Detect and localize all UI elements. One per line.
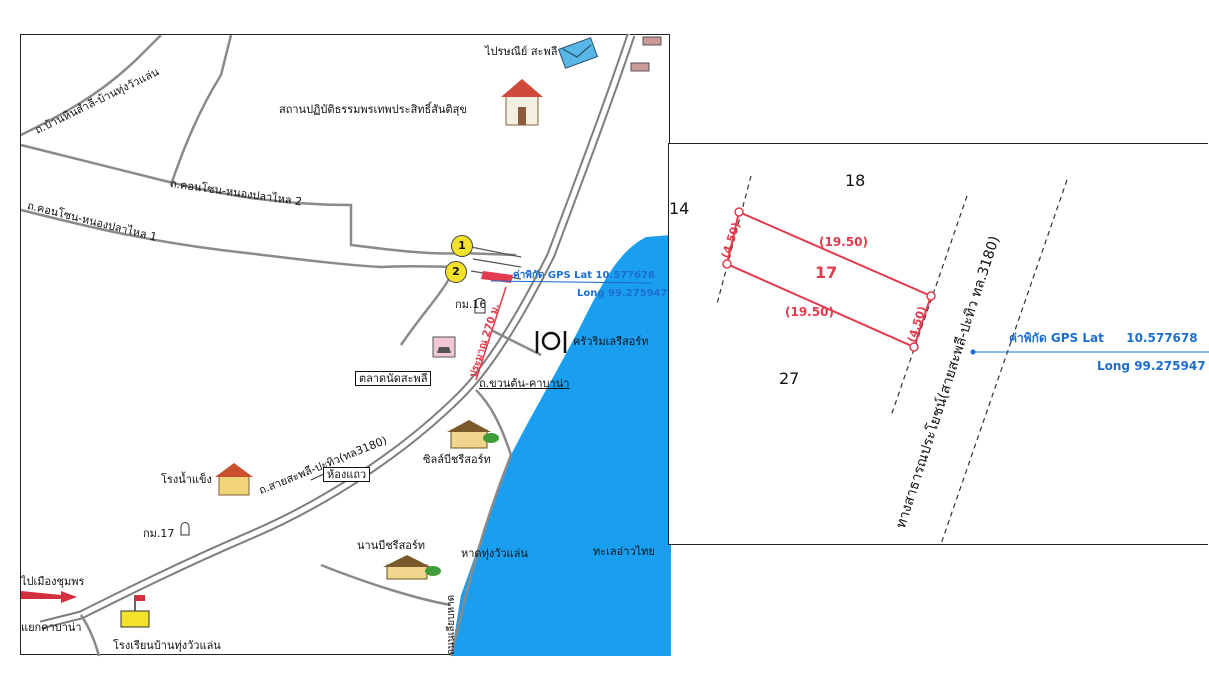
restaurant-icon (535, 331, 567, 353)
school-icon (120, 595, 150, 628)
road-nanbee (320, 563, 452, 607)
parcel-17-number: 17 (815, 263, 838, 282)
neighbor-parcel-14: 14 (669, 199, 690, 218)
beach-label: หาดทุ่งวัวแล่น (461, 547, 528, 560)
to-chumphon-label: ไปเมืองชุมพร (21, 575, 85, 588)
road-restaurant (490, 328, 542, 357)
neighbor-parcel-18: 18 (845, 171, 866, 190)
road-branch-2 (399, 274, 453, 346)
plot-gps-lat-value: 10.577678 (1126, 331, 1198, 345)
km17-post-icon (180, 522, 190, 536)
gps-pointer-line (490, 280, 652, 284)
coast-road (449, 454, 513, 657)
map-drawing (20, 33, 671, 657)
shophouse-label: ห้องแถว (323, 467, 371, 482)
km16-label: กม.16 (455, 298, 487, 311)
boundary-left (716, 175, 752, 305)
chumphon-arrow (21, 591, 77, 603)
sea-area (451, 235, 671, 656)
road-edge-1 (890, 195, 968, 417)
meditation-center-icon (501, 79, 543, 126)
parcel-17-top-dim: (19.50) (819, 235, 868, 249)
map-gps-long: Long 99.275947 (577, 288, 668, 299)
post-office-icon (557, 37, 599, 69)
road-khon-so-2 (20, 143, 517, 257)
plot-gps-long: Long 99.275947 (1097, 359, 1206, 373)
km17-label: กม.17 (143, 527, 175, 540)
silp-resort-label: ซิลล์บีชรีสอร์ท (423, 453, 491, 466)
plot-gps-lat-label: ค่าพิกัด GPS Lat 10.577678 (1009, 332, 1198, 345)
road-edge-2 (940, 179, 1068, 545)
meditation-center-label: สถานปฏิบัติธรรมพรเทพประสิทธิ์สันติสุข (279, 103, 467, 116)
plot-drawing (716, 175, 1209, 545)
top-right-building-icons (630, 36, 662, 72)
road-ban-hin-sam (20, 34, 162, 137)
market-icon (432, 336, 456, 358)
road-label-khuan-ton: ถ.ขวนต้น-คาบาน่า (479, 377, 570, 390)
road-left-bottom (79, 614, 101, 657)
km16-post-icon (474, 298, 486, 314)
land-plot-diagram: (19.50) 17 (19.50) (4.50) (4.50) 18 14 2… (668, 143, 1209, 545)
market-label: ตลาดนัดสะพลี (355, 371, 432, 386)
map-gps-lat: ค่าพิกัด GPS Lat 10.577678 (513, 270, 655, 281)
road-khon-so-1 (20, 208, 462, 269)
site-marker (481, 271, 513, 283)
parcel-17-bottom-dim: (19.50) (785, 305, 834, 319)
neighbor-parcel-27: 27 (779, 369, 800, 388)
ice-factory-label: โรงน้ำแข็ง (161, 473, 212, 486)
sea-label: ทะเลอ่าวไทย (593, 545, 655, 558)
road-khuan-ton (475, 389, 513, 456)
junction-cabana-label: แยกคาบาน่า (21, 621, 82, 634)
marker-2: 2 (445, 261, 467, 283)
location-map: ไปรษณีย์ สะพลี สถานปฏิบัติธรรมพรเทพประสิ… (20, 33, 671, 657)
marker-1: 1 (451, 235, 473, 257)
coast-road-label: ถนนเลียบหาด (446, 594, 457, 655)
restaurant-label: ครัวริมเลรีสอร์ท (573, 335, 649, 348)
plot-gps-lat-text: ค่าพิกัด GPS Lat (1009, 331, 1104, 345)
post-office-label: ไปรษณีย์ สะพลี (485, 45, 558, 58)
silp-resort-icon (447, 420, 499, 449)
ice-factory-icon (215, 463, 253, 496)
school-label: โรงเรียนบ้านทุ่งวัวแล่น (113, 639, 221, 652)
road-branch (169, 34, 233, 186)
nanbee-resort-icon (383, 555, 441, 580)
nanbee-resort-label: นานบีชรีสอร์ท (357, 539, 426, 552)
